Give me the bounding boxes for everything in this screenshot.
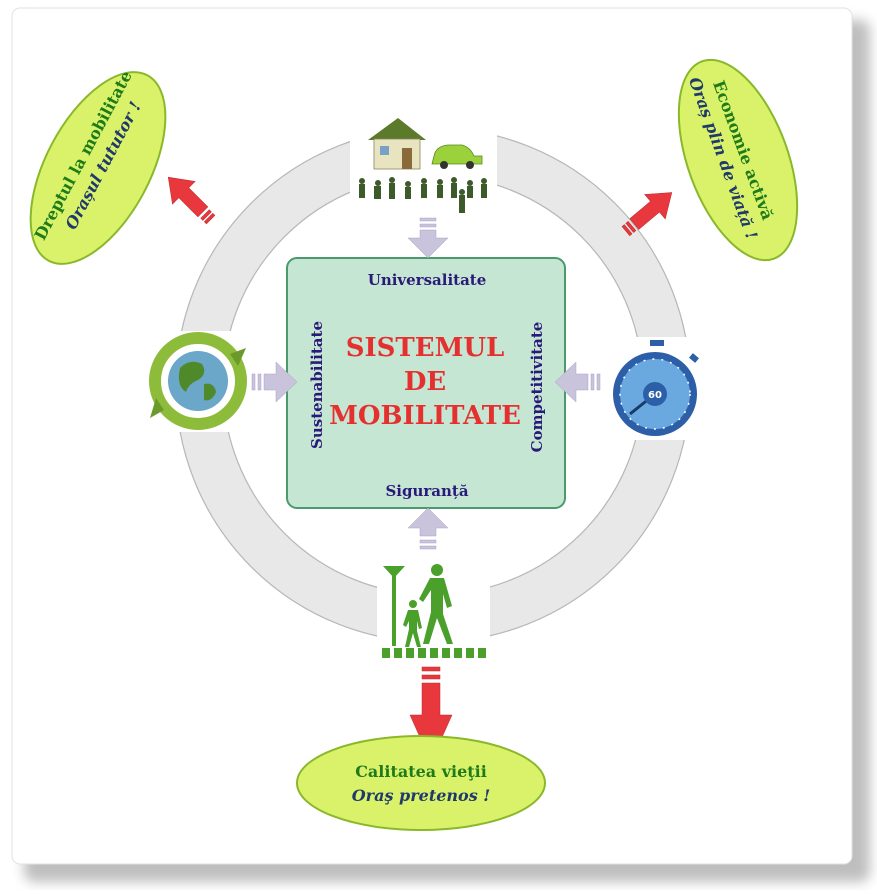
outcome-bottom-line1: Calitatea vieţii [355,762,487,781]
principle-competitivitate: Competitivitate [528,322,546,453]
outward-arrow-left [167,176,216,225]
principle-universalitate: Universalitate [368,271,487,289]
stopwatch-value: 60 [648,390,662,401]
globe-recycle-image [149,331,248,432]
car-icon [431,144,483,169]
inward-arrow-top [407,217,449,259]
pedestrian-crossing-icon [382,564,486,658]
principle-sustenabilitate: Sustenabilitate [308,321,326,449]
globe-recycle-icon [149,332,247,430]
outcome-left: Dreptul la mobilitate Orașul tututor ! [29,68,167,265]
center-title-line-1: SISTEMUL [346,333,505,363]
outcome-bottom: Calitatea vieţii Oraş pretenos ! [296,735,546,831]
stopwatch-image: 60 [603,337,706,440]
inward-arrow-left [251,361,298,403]
outcome-bottom-line2: Oraş pretenos ! [352,786,491,805]
inward-arrow-bottom [407,507,449,550]
inward-arrow-right [554,361,601,403]
stopwatch-icon: 60 [613,340,699,436]
people-silhouettes-icon [359,177,487,213]
outward-arrow-right [621,192,673,237]
outcome-right: Economie activă Oraș plin de viață ! [677,58,799,262]
center-box: SISTEMUL DE MOBILITATE Universalitate Si… [286,257,566,509]
principle-siguranta: Siguranță [385,482,468,500]
house-car-people-image [350,117,497,214]
center-title-line-3: MOBILITATE [329,401,521,431]
center-title-line-2: DE [404,367,446,397]
house-icon [368,118,426,170]
pedestrian-crossing-image [377,557,490,663]
